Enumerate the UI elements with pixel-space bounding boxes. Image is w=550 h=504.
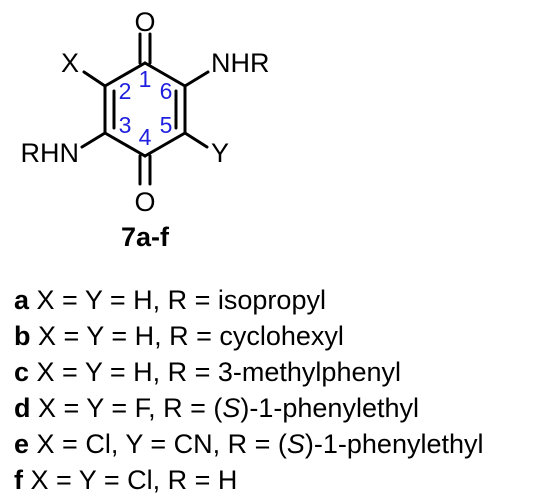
substituent-row-a: a X = Y = H, R = isopropyl (14, 282, 484, 318)
ring-number-6: 6 (160, 78, 173, 104)
bond-c3-c4 (103, 131, 147, 158)
substituent-row-c: c X = Y = H, R = 3-methylphenyl (14, 354, 484, 390)
row-text: X = Y = F, R = ( (38, 393, 223, 423)
substituent-row-d: d X = Y = F, R = (S)-1-phenylethyl (14, 390, 484, 426)
row-text-end: )-1-phenylethyl (240, 393, 419, 423)
ring-number-5: 5 (160, 112, 173, 138)
atom-x: X (61, 48, 79, 78)
bond-c1-c2 (103, 61, 147, 88)
atom-rhn: RHN (21, 138, 80, 168)
row-key: c (14, 357, 30, 387)
bond-c2-x (82, 70, 107, 88)
row-key: a (14, 285, 30, 315)
substituent-row-f: f X = Y = Cl, R = H (14, 462, 484, 498)
atom-nhr: NHR (211, 48, 270, 78)
substituent-row-b: b X = Y = H, R = cyclohexyl (14, 318, 484, 354)
bond-c4-c5 (143, 131, 187, 158)
compound-label: 7a-f (120, 222, 169, 252)
atom-o-top: O (134, 7, 155, 37)
substituent-row-e: e X = Cl, Y = CN, R = (S)-1-phenylethyl (14, 426, 484, 462)
ring-number-1: 1 (139, 66, 152, 92)
bond-c6-n (183, 70, 210, 88)
bond-c6-c1 (143, 61, 187, 88)
row-key: b (14, 321, 31, 351)
row-key: f (14, 465, 23, 495)
row-key: e (14, 429, 30, 459)
atom-o-bottom: O (134, 187, 155, 217)
row-text: X = Y = H, R = cyclohexyl (38, 321, 344, 351)
row-text: X = Y = H, R = 3-methylphenyl (36, 357, 401, 387)
row-text: X = Y = H, R = isopropyl (36, 285, 326, 315)
ring-number-2: 2 (119, 78, 132, 104)
row-text: X = Cl, Y = CN, R = ( (36, 429, 287, 459)
row-stereo: S (286, 429, 305, 459)
ring-number-4: 4 (139, 124, 152, 150)
bond-c3-n (80, 131, 107, 149)
ring-number-3: 3 (119, 112, 132, 138)
row-key: d (14, 393, 31, 423)
row-text-end: )-1-phenylethyl (304, 429, 484, 459)
bond-c5-y (183, 131, 209, 149)
substituent-list: a X = Y = H, R = isopropyl b X = Y = H, … (14, 282, 484, 498)
row-text: X = Y = Cl, R = H (30, 465, 238, 495)
atom-y: Y (211, 138, 229, 168)
row-stereo: S (222, 393, 241, 423)
